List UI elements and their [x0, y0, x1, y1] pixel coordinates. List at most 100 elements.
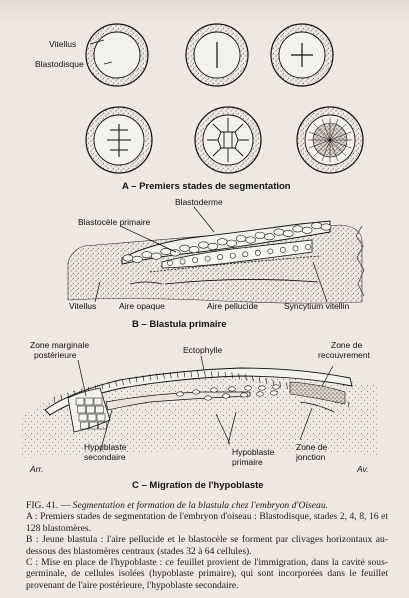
primary-hypoblast-cell	[222, 393, 230, 399]
ectophyll-cell-wall	[347, 401, 350, 408]
primary-hypoblast-cell	[272, 384, 280, 390]
ectophyll-cell-wall	[183, 371, 186, 378]
label-zone-jonction-line1: Zone de	[296, 442, 327, 452]
posterior-zone-cell	[89, 421, 98, 430]
ectophyll-cell-wall	[169, 372, 172, 379]
ectophyll-cell-wall	[60, 394, 63, 401]
blastoderm-cell	[122, 254, 134, 262]
posterior-zone-cell	[86, 405, 95, 414]
ectophyll-cell-wall	[108, 381, 110, 388]
blastoderm-cell	[245, 236, 256, 244]
ectophyll-layer	[44, 367, 353, 416]
blastocoel-cell	[179, 258, 186, 265]
blastocoel-cell	[305, 244, 311, 250]
blastoderm-cells	[122, 222, 332, 263]
primary-hypoblast-cell	[210, 387, 218, 393]
primary-hypoblast-cell	[204, 395, 212, 401]
ectophyll-cell-wall	[149, 374, 152, 381]
ectophyll-cell-wall	[258, 376, 261, 383]
overlap-zone	[289, 381, 346, 405]
ectophyll-cell-wall	[224, 371, 227, 378]
label-ectophylle: Ectophylle	[183, 345, 222, 355]
label-vitellus-b: Vitellus	[69, 301, 96, 311]
posterior-zone-cell	[75, 397, 85, 406]
blastoderm-cell	[160, 248, 172, 256]
ectophyll-cell-wall	[197, 370, 199, 378]
primary-hypoblast-cell	[228, 386, 236, 392]
bleed-through-text	[0, 0, 409, 26]
blastoderm-cell	[150, 252, 162, 260]
caption-section-a: A – Premiers stades de segmentation	[122, 181, 291, 192]
posterior-zone-cell	[77, 405, 86, 414]
caption-section-b: B – Blastula primaire	[132, 319, 227, 330]
ectophyll-cell-wall	[115, 380, 117, 387]
label-aire-opaque: Aire opaque	[119, 301, 165, 311]
primary-hypoblast-cell	[240, 392, 248, 398]
ectophyll-cell-wall	[272, 379, 275, 386]
posterior-zone-cell	[84, 397, 94, 406]
label-zone-jonction-line2: jonction	[295, 452, 326, 462]
blastocoel-cell	[167, 260, 173, 266]
posterior-zone-cell	[95, 405, 104, 414]
posterior-zone-cell	[93, 397, 103, 406]
ectophyll-cell-wall	[176, 371, 179, 378]
blastoderm-cell	[169, 249, 181, 257]
primary-hypoblast-cells	[176, 384, 280, 401]
label-blastocele-primaire: Blastocèle primaire	[78, 217, 151, 227]
blastoderm-cell	[273, 228, 285, 236]
blastoderm-cell	[179, 244, 190, 252]
figure-number: FIG. 41. —	[26, 500, 71, 511]
blastocoel-cell	[242, 251, 249, 258]
blastoderm-cell	[320, 223, 332, 231]
egg-stage-128	[296, 106, 364, 174]
posterior-zone-cell	[87, 413, 97, 422]
blastocoel-cavity	[161, 239, 313, 269]
egg-stage-1	[85, 23, 149, 87]
label-blastodisque: Blastodisque	[35, 59, 84, 69]
caption-text-b: B : Jeune blastula : l'aire pellucide et…	[26, 534, 388, 557]
ectophyll-cell-wall	[190, 371, 193, 378]
label-zone-recouvrement-line2: recouvrement	[318, 350, 371, 360]
blastoderm-cell	[207, 242, 219, 250]
primary-hypoblast-cell	[256, 391, 264, 397]
ectophyll-cell-wall	[245, 374, 247, 381]
secondary-hypoblast	[105, 391, 251, 411]
posterior-zone-cell	[98, 421, 107, 430]
ectophyll-cell-wall	[238, 373, 240, 380]
label-vitellus-a: Vitellus	[49, 39, 76, 49]
blastocoel-cell	[217, 254, 224, 261]
figure-title: Segmentation et formation de la blastula…	[72, 500, 329, 511]
label-aire-pellucide: Aire pellucide	[207, 301, 258, 311]
label-blastoderme: Blastoderme	[175, 197, 223, 207]
label-zone-marginale-line2: postérieure	[34, 350, 77, 360]
primary-hypoblast-cell	[270, 390, 278, 396]
label-syncytium-vitellin: Syncytium vitellin	[284, 301, 349, 311]
section-a-eggs: Vitellus Blastodisque A – Premiers stade…	[35, 23, 364, 192]
ectophyll-cell-wall	[156, 373, 158, 380]
label-arriere: Arr.	[29, 464, 43, 474]
label-hypoblaste-primaire-line2: primaire	[232, 457, 263, 467]
blastoderm-cell	[198, 241, 209, 249]
blastoderm-cell	[254, 231, 266, 239]
section-c-hypoblast: Zone marginale postérieure Ectophylle Zo…	[20, 340, 378, 491]
blastocoel-cell	[280, 247, 286, 253]
label-hypoblaste-secondaire-line2: secondaire	[84, 452, 126, 462]
ectophyll-cell-wall	[163, 372, 165, 379]
blastoderm-cell	[226, 239, 238, 247]
blastoderm-cell	[282, 229, 294, 237]
blastocoel-cell	[292, 245, 299, 252]
label-zone-marginale-line1: Zone marginale	[30, 340, 89, 350]
blastoderm-cell	[132, 255, 143, 263]
blastocoel-cell	[204, 255, 211, 262]
blastocoel-cell	[229, 252, 236, 259]
ectophyll-cell-wall	[286, 382, 288, 390]
label-hypoblaste-primaire-line1: Hypoblaste	[232, 447, 275, 457]
primary-hypoblast-cell	[192, 389, 200, 395]
label-zone-recouvrement-line1: Zone de	[331, 340, 362, 350]
blastoderm-cell	[235, 235, 247, 243]
caption-text-a: A : Premiers stades de segmentation de l…	[26, 511, 388, 534]
ectophyll-cell-wall	[122, 378, 124, 386]
blastocoel-cell	[192, 257, 198, 263]
posterior-zone-cell	[96, 413, 106, 422]
